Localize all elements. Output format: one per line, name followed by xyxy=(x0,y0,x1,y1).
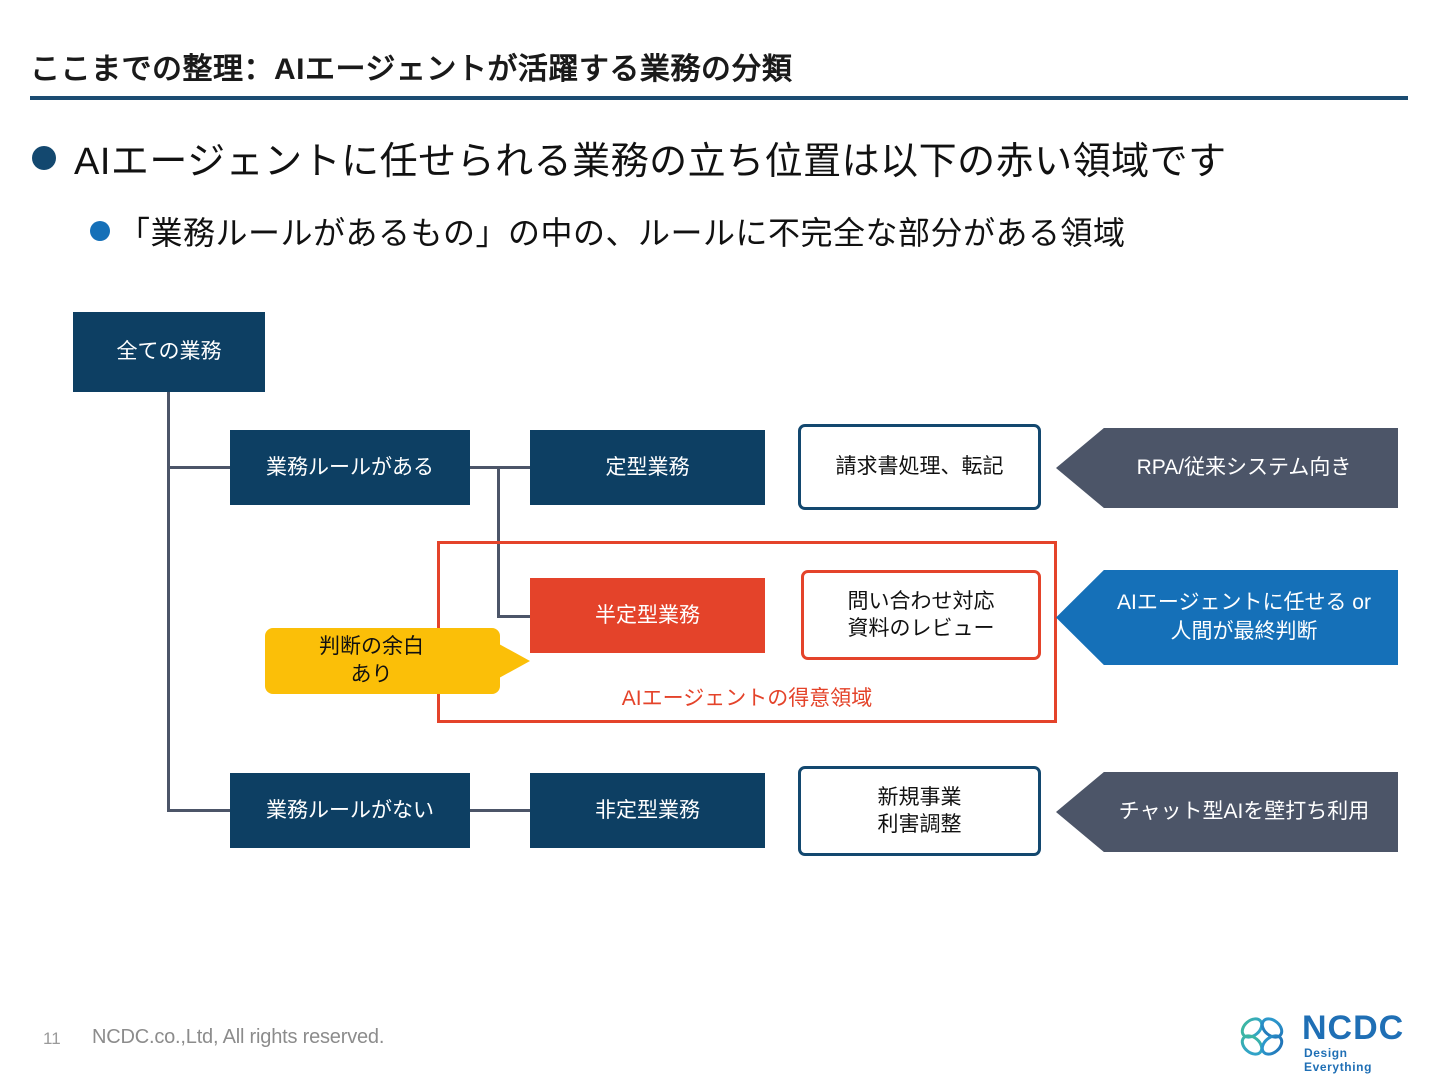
example-non-routine[interactable]: 新規事業 利害調整 xyxy=(798,766,1041,856)
example-semi-routine-line1: 問い合わせ対応 xyxy=(847,589,995,613)
node-all-tasks-label: 全ての業務 xyxy=(116,340,222,364)
bullet-level1: AIエージェントに任せられる業務の立ち位置は以下の赤い領域です xyxy=(32,130,1227,185)
node-non-routine[interactable]: 非定型業務 xyxy=(530,773,765,848)
arrow-routine-rpa-label: RPA/従来システム向き xyxy=(1136,455,1352,479)
page-number: 11 xyxy=(43,1029,61,1048)
callout-tail-icon xyxy=(490,639,530,683)
example-routine-label: 請求書処理、転記 xyxy=(835,455,1004,479)
node-routine-label: 定型業務 xyxy=(605,455,690,479)
arrow-non-routine-chat-ai-label: チャット型AIを壁打ち利用 xyxy=(1118,799,1370,823)
title-underline xyxy=(30,96,1408,100)
connector-to-semi xyxy=(497,615,530,618)
connector-to-routine xyxy=(497,466,530,469)
connector-root-vertical xyxy=(167,392,170,812)
connector-to-no-rules xyxy=(167,809,230,812)
node-has-rules[interactable]: 業務ルールがある xyxy=(230,430,470,505)
bullet-dot-icon xyxy=(32,145,56,170)
node-no-rules-label: 業務ルールがない xyxy=(266,798,434,822)
ncdc-logo-name: NCDC xyxy=(1302,1009,1405,1047)
node-has-rules-label: 業務ルールがある xyxy=(266,455,434,479)
arrow-semi-ai-agent[interactable]: AIエージェントに任せる or 人間が最終判断 xyxy=(1056,570,1398,665)
connector-to-has-rules xyxy=(167,466,230,469)
node-semi-routine[interactable]: 半定型業務 xyxy=(530,578,765,653)
ncdc-flower-icon xyxy=(1240,1017,1284,1056)
bullet-level1-label: AIエージェントに任せられる業務の立ち位置は以下の赤い領域です xyxy=(74,141,1227,183)
ncdc-logo-tagline: Design Everything xyxy=(1304,1046,1373,1074)
ai-strength-region-label: AIエージェントの得意領域 xyxy=(621,687,873,710)
example-non-routine-line1: 新規事業 xyxy=(877,785,962,809)
arrow-routine-rpa[interactable]: RPA/従来システム向き xyxy=(1056,428,1398,508)
node-all-tasks[interactable]: 全ての業務 xyxy=(73,312,265,392)
callout-judgment-margin[interactable]: 判断の余白 あり xyxy=(265,628,500,694)
example-non-routine-line2: 利害調整 xyxy=(877,813,962,836)
page-title: ここまでの整理：AIエージェントが活躍する業務の分類 xyxy=(30,53,793,86)
connector-to-nonroutine xyxy=(470,809,530,812)
example-semi-routine-line2: 資料のレビュー xyxy=(847,617,995,640)
node-routine[interactable]: 定型業務 xyxy=(530,430,765,505)
bullet-level2-label: 「業務ルールがあるもの」の中の、ルールに不完全な部分がある領域 xyxy=(118,215,1126,251)
ncdc-logo: NCDC Design Everything xyxy=(1238,1009,1414,1074)
arrow-semi-ai-agent-line1: AIエージェントに任せる or xyxy=(1117,591,1371,615)
node-non-routine-label: 非定型業務 xyxy=(595,798,700,822)
copyright-text: NCDC.co.,Ltd, All rights reserved. xyxy=(92,1026,385,1048)
callout-judgment-margin-line1: 判断の余白 xyxy=(319,634,424,658)
arrow-semi-ai-agent-line2: 人間が最終判断 xyxy=(1170,619,1318,643)
bullet-sub-dot-icon xyxy=(90,221,110,241)
connector-has-rules-stub xyxy=(470,466,500,469)
bullet-level2: 「業務ルールがあるもの」の中の、ルールに不完全な部分がある領域 xyxy=(90,208,1126,254)
arrow-non-routine-chat-ai[interactable]: チャット型AIを壁打ち利用 xyxy=(1056,772,1398,852)
example-routine[interactable]: 請求書処理、転記 xyxy=(798,424,1041,510)
example-semi-routine[interactable]: 問い合わせ対応 資料のレビュー xyxy=(801,570,1041,660)
node-no-rules[interactable]: 業務ルールがない xyxy=(230,773,470,848)
node-semi-routine-label: 半定型業務 xyxy=(595,603,700,627)
callout-judgment-margin-line2: あり xyxy=(350,663,393,686)
